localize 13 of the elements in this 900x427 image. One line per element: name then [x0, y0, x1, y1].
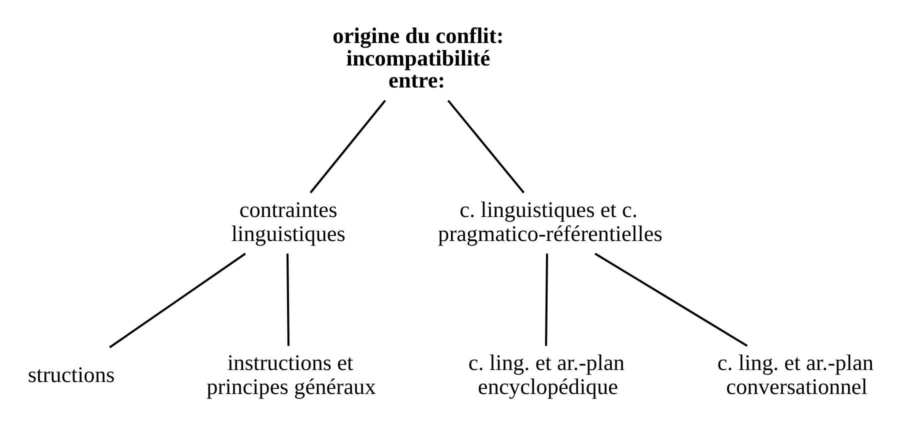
connector — [545, 254, 548, 346]
node-text: instructions et principes généraux — [206, 350, 376, 400]
connector — [594, 252, 748, 347]
connector — [310, 100, 386, 194]
node-text: origine du conflit: incompatibilité entre: — [332, 23, 504, 93]
connector — [109, 252, 246, 348]
connector — [286, 254, 290, 346]
node-text: structions — [28, 362, 115, 388]
node-text: contraintes linguistiques — [231, 197, 346, 246]
node-text: c. ling. et ar.-plan conversationnel — [717, 350, 874, 400]
node-text: c. ling. et ar.-plan encyclopédique — [468, 350, 625, 400]
node-text: c. linguistiques et c. pragmatico-référentielles — [438, 197, 662, 246]
connector — [447, 100, 525, 194]
